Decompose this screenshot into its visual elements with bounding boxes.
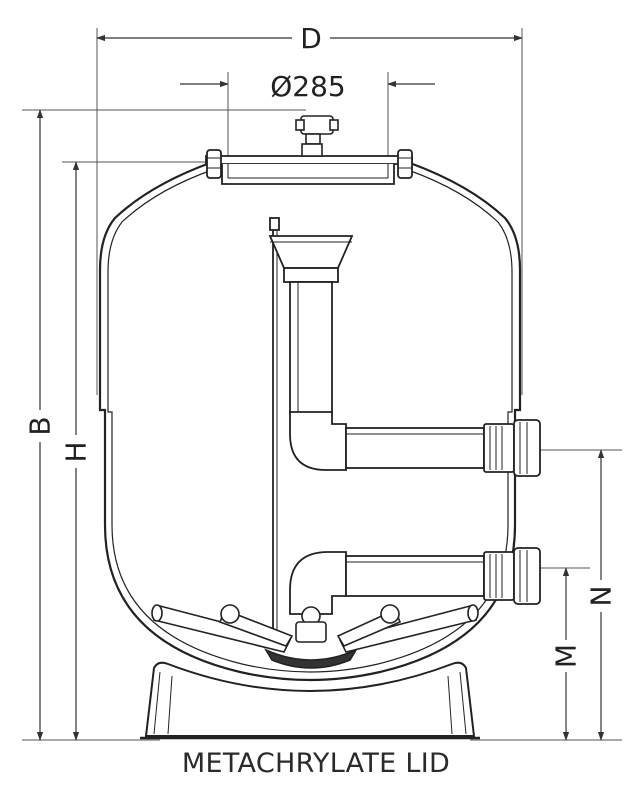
dimension-D-label: D [300, 22, 322, 55]
dimension-M-label: M [550, 644, 583, 668]
upper-inlet-pipe [289, 411, 541, 477]
lower-outlet-pipe [289, 547, 541, 615]
extension-lines [22, 28, 622, 741]
dimension-B-label: B [24, 416, 57, 435]
tank-base-stand [140, 661, 480, 740]
dimension-lines [36, 34, 605, 741]
dimension-diameter-label: Ø285 [270, 70, 345, 103]
air-vent-valve [295, 115, 339, 157]
internal-rod [269, 217, 280, 636]
dimension-N-label: N [585, 586, 618, 607]
caption-metachrylate-lid: METACHRYLATE LID [181, 748, 451, 779]
top-diffuser [268, 235, 354, 415]
collector-laterals [151, 604, 479, 669]
tank-lid [205, 149, 413, 185]
dimension-H-label: H [60, 441, 93, 462]
